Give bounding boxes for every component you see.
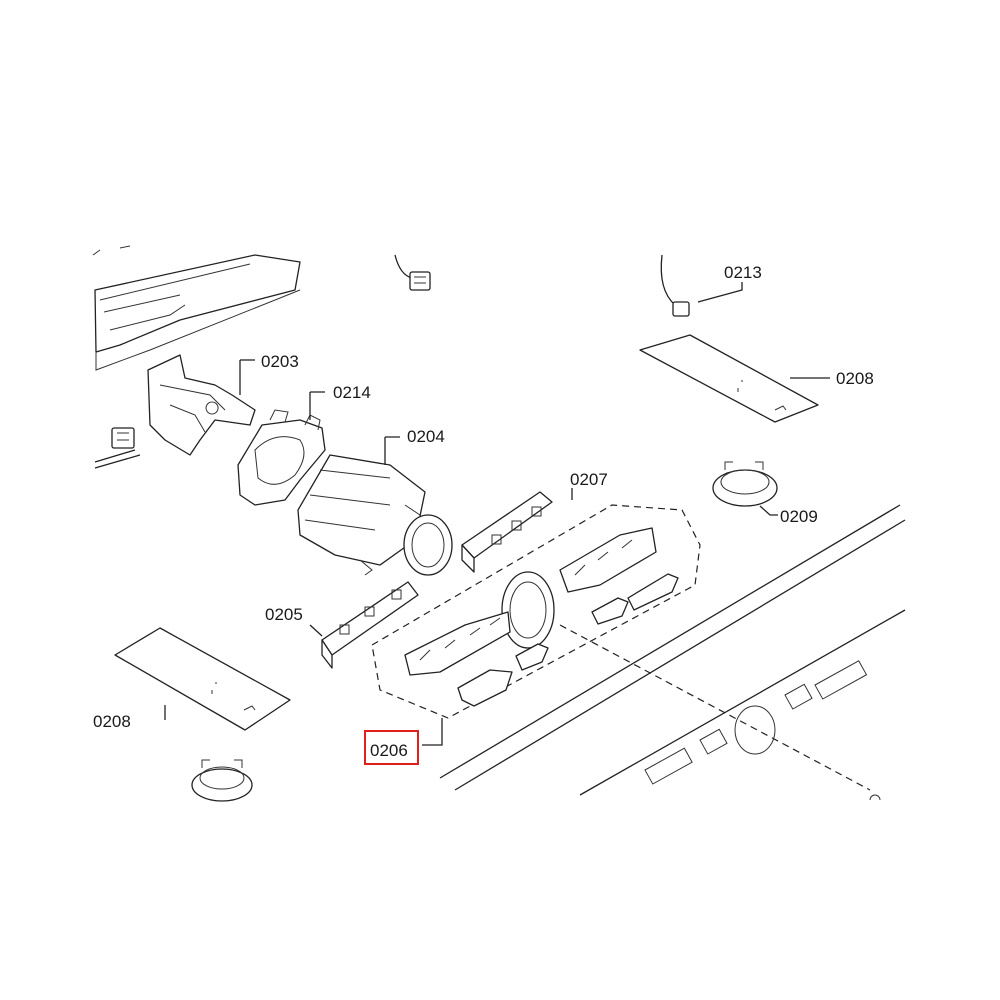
wire-connector-top [394, 254, 431, 291]
label-0204: 0204 [407, 427, 445, 446]
part-0205-switch-board [309, 581, 419, 669]
part-0208-board-right [639, 334, 830, 423]
part-0214-ring-clip [237, 391, 326, 506]
label-0214: 0214 [333, 383, 371, 402]
part-0204-rotary-switch [297, 436, 453, 576]
label-0213: 0213 [724, 263, 762, 282]
control-panel-fascia [439, 504, 906, 801]
label-0206: 0206 [370, 741, 408, 760]
label-0208-left: 0208 [93, 712, 131, 731]
label-0207: 0207 [570, 470, 608, 489]
part-0209-grommet [712, 461, 778, 516]
housing-fragment-top-left [92, 245, 301, 371]
label-0208-right: 0208 [836, 369, 874, 388]
highlight-box-0206 [364, 730, 419, 765]
label-0205: 0205 [265, 605, 303, 624]
part-0206-button-assembly [371, 504, 871, 791]
part-0203-bracket [147, 354, 256, 456]
label-0209: 0209 [780, 507, 818, 526]
wire-connector-left [94, 427, 141, 469]
part-0213-sensor-lead [660, 254, 743, 317]
label-0203: 0203 [261, 352, 299, 371]
grommet-bottom-left [191, 759, 253, 802]
part-0208-board-left [114, 627, 291, 731]
part-0207-switch-board [461, 488, 573, 573]
